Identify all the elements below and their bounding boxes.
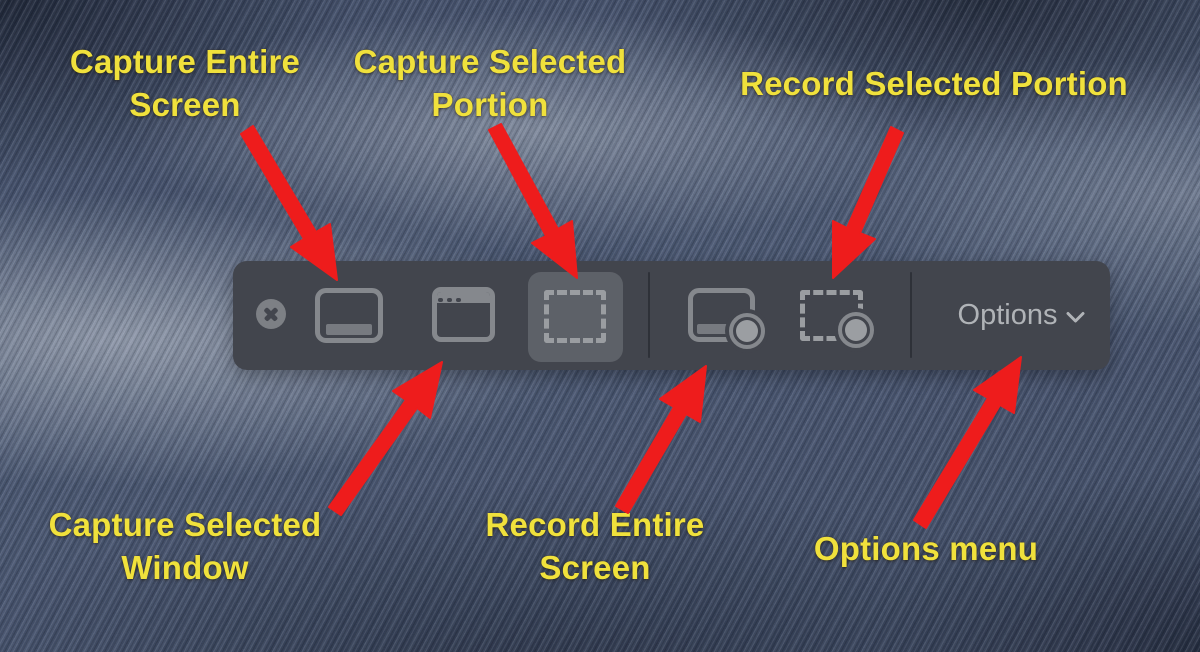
capture-entire-screen-button[interactable] bbox=[315, 288, 383, 343]
options-menu-button[interactable]: Options bbox=[933, 261, 1110, 370]
toolbar-divider bbox=[648, 272, 650, 358]
record-entire-screen-button[interactable] bbox=[681, 281, 791, 353]
close-button[interactable] bbox=[256, 299, 286, 329]
arrow-capture-selected-window bbox=[328, 361, 443, 516]
record-selected-portion-button[interactable] bbox=[791, 281, 901, 352]
arrow-options-menu bbox=[913, 356, 1022, 529]
arrow-capture-entire-screen bbox=[240, 125, 338, 281]
record-dot-icon bbox=[725, 309, 769, 353]
arrow-record-selected-portion bbox=[832, 126, 904, 279]
capture-selected-portion-button[interactable] bbox=[528, 272, 623, 362]
capture-selected-window-button[interactable] bbox=[432, 287, 495, 342]
record-dot-icon bbox=[834, 308, 878, 352]
screenshot-toolbar: Options bbox=[233, 261, 1110, 370]
toolbar-divider bbox=[910, 272, 912, 358]
annotation-capture-entire-screen: Capture Entire Screen bbox=[69, 43, 301, 123]
capture-selected-portion-icon bbox=[544, 290, 606, 343]
chevron-down-icon bbox=[1066, 312, 1085, 323]
annotation-options-menu: Options menu bbox=[813, 530, 1039, 567]
annotation-record-selected-portion: Record Selected Portion bbox=[740, 65, 1128, 102]
annotation-record-entire-screen: Record Entire Screen bbox=[485, 506, 705, 586]
arrow-capture-selected-portion bbox=[488, 123, 578, 279]
annotation-capture-selected-window: Capture Selected Window bbox=[48, 506, 322, 586]
annotation-capture-selected-portion: Capture Selected Portion bbox=[353, 43, 627, 123]
arrow-record-entire-screen bbox=[615, 365, 707, 514]
options-menu-label: Options bbox=[957, 299, 1058, 331]
